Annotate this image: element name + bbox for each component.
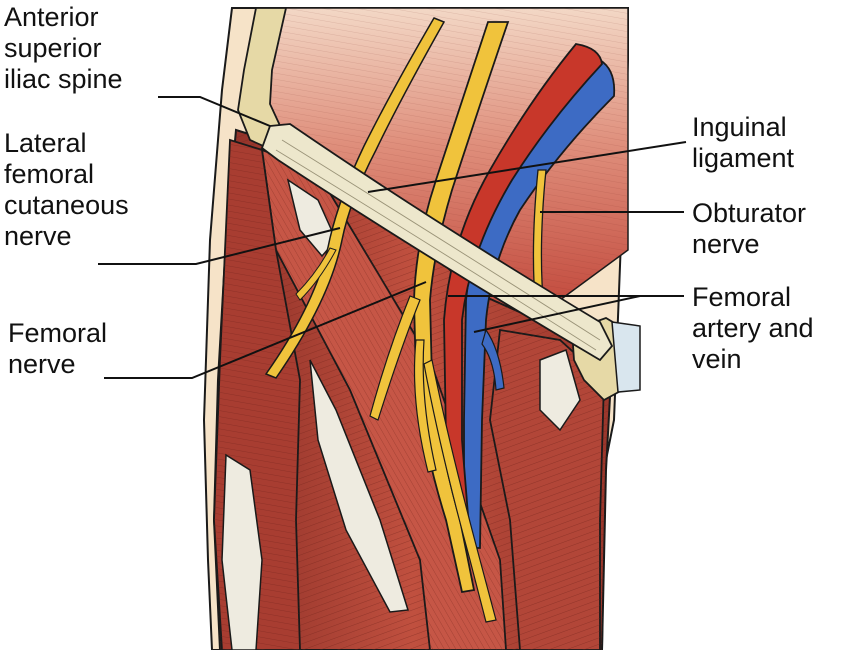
pubic-symphysis: [611, 321, 641, 393]
leader-lfcn: [98, 227, 341, 265]
femoral-nerve: [413, 21, 510, 594]
label-anterior-superior-iliac-spine: Anterior superior iliac spine: [4, 2, 123, 94]
label-inguinal-ligament: Inguinal ligament: [692, 112, 795, 173]
lateral-femoral-cutaneous-nerve: [264, 17, 446, 379]
leader-femoral-nerve: [104, 281, 427, 379]
label-lateral-femoral-cutaneous-nerve: Lateral femoral cutaneous nerve: [4, 128, 129, 251]
label-femoral-artery-and-vein: Femoral artery and vein: [692, 282, 814, 374]
label-obturator-nerve: Obturator nerve: [692, 198, 807, 259]
inguinal-ligament: [260, 123, 614, 362]
leader-lines: [98, 96, 687, 379]
fascia-patch-medial: [539, 349, 581, 432]
label-femoral-nerve: Femoral nerve: [8, 318, 108, 379]
leader-asis: [158, 96, 271, 127]
fascia-patch-lateral: [221, 453, 263, 650]
leader-inguinal: [367, 141, 687, 193]
fascia-patch-center: [309, 359, 409, 613]
